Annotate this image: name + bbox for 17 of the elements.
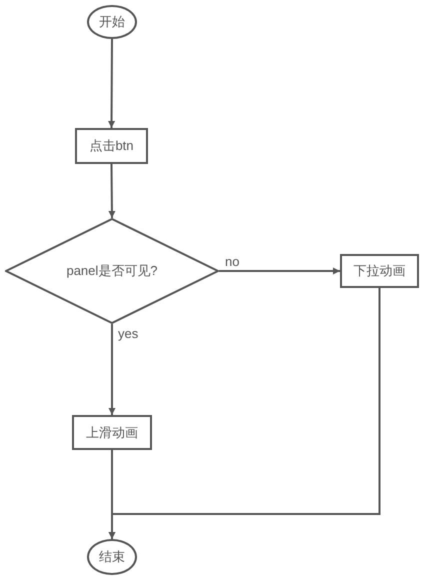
- process-box: [340, 254, 419, 288]
- arrow: [219, 268, 340, 274]
- arrow: [108, 164, 116, 218]
- terminal-oval: [87, 5, 137, 39]
- node-label: 结束: [99, 548, 125, 566]
- node-label: 开始: [99, 13, 125, 32]
- arrow: [108, 288, 380, 539]
- process-box: [75, 128, 148, 164]
- decision-diamond: [5, 218, 219, 324]
- node-label: 下拉动画: [354, 262, 406, 280]
- node-label: 点击btn: [89, 137, 134, 156]
- arrow: [108, 324, 116, 415]
- arrow: [108, 39, 116, 128]
- terminal-oval: [87, 539, 137, 575]
- node-label: panel是否可见?: [66, 262, 158, 280]
- process-box: [72, 415, 152, 450]
- node-label: 上滑动画: [86, 424, 138, 442]
